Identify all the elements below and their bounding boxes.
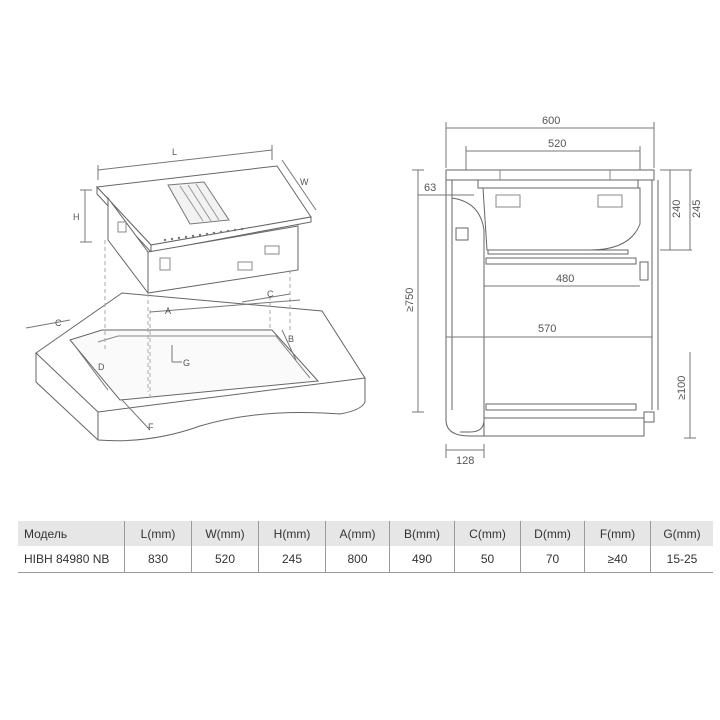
section-dimension-lines — [412, 122, 696, 458]
table-cell: 830 — [124, 546, 192, 573]
isometric-view: L W H A B C C D F G — [25, 145, 366, 442]
table-cell: 50 — [454, 546, 521, 573]
dim-600: 600 — [542, 115, 560, 127]
table-cell: 245 — [258, 546, 326, 573]
control-dots — [163, 227, 244, 242]
table-header-cell: Модель — [18, 521, 125, 546]
hood-profile — [445, 169, 655, 255]
label-D: D — [98, 362, 105, 372]
table-cell-model: HIBH 84980 NB — [18, 546, 125, 573]
countertop — [34, 292, 366, 442]
table-header-cell: A(mm) — [325, 521, 390, 546]
label-A: A — [165, 306, 171, 316]
table-header-cell: F(mm) — [584, 521, 651, 546]
table-cell: 70 — [520, 546, 585, 573]
table-cell: 800 — [325, 546, 390, 573]
table-header-cell: H(mm) — [258, 521, 326, 546]
dim-245: 245 — [691, 200, 703, 218]
projection-lines — [104, 240, 291, 400]
dim-128: 128 — [456, 455, 474, 467]
dimension-lines — [25, 145, 317, 431]
label-C-right: C — [267, 289, 274, 299]
dim-480: 480 — [556, 273, 574, 285]
side-section-view: 600 520 63 240 245 480 570 ≥750 ≥100 128 — [404, 115, 703, 467]
table-header-cell: W(mm) — [191, 521, 259, 546]
dim-570: 570 — [538, 323, 556, 335]
dimension-letters: L W H A B C C D F G — [55, 147, 309, 432]
label-F: F — [148, 422, 154, 432]
label-H: H — [73, 212, 80, 222]
spec-table: Модель L(mm) W(mm) H(mm) A(mm) B(mm) C(m… — [18, 521, 713, 573]
table-cell: 490 — [389, 546, 455, 573]
table-header-row: Модель L(mm) W(mm) H(mm) A(mm) B(mm) C(m… — [18, 521, 713, 546]
table-header-cell: D(mm) — [520, 521, 585, 546]
dim-750: ≥750 — [404, 288, 416, 312]
label-W: W — [300, 177, 309, 187]
label-L: L — [172, 147, 177, 157]
table-header-cell: C(mm) — [454, 521, 521, 546]
table-header-cell: L(mm) — [124, 521, 192, 546]
table-row: HIBH 84980 NB 830 520 245 800 490 50 70 … — [18, 546, 713, 573]
hood-unit — [95, 165, 312, 295]
label-C-left: C — [55, 318, 62, 328]
label-G: G — [183, 358, 190, 368]
table-cell: ≥40 — [584, 546, 651, 573]
dim-520: 520 — [548, 138, 566, 150]
label-B: B — [288, 334, 294, 344]
section-dimension-values: 600 520 63 240 245 480 570 ≥750 ≥100 128 — [404, 115, 703, 467]
dim-100: ≥100 — [676, 376, 688, 400]
cabinet — [445, 180, 659, 437]
table-cell: 15-25 — [650, 546, 713, 573]
dim-63: 63 — [424, 182, 436, 194]
table-header-cell: G(mm) — [650, 521, 713, 546]
table-cell: 520 — [191, 546, 259, 573]
dim-240: 240 — [671, 200, 683, 218]
table-header-cell: B(mm) — [389, 521, 455, 546]
installation-diagram: L W H A B C C D F G — [25, 115, 703, 467]
